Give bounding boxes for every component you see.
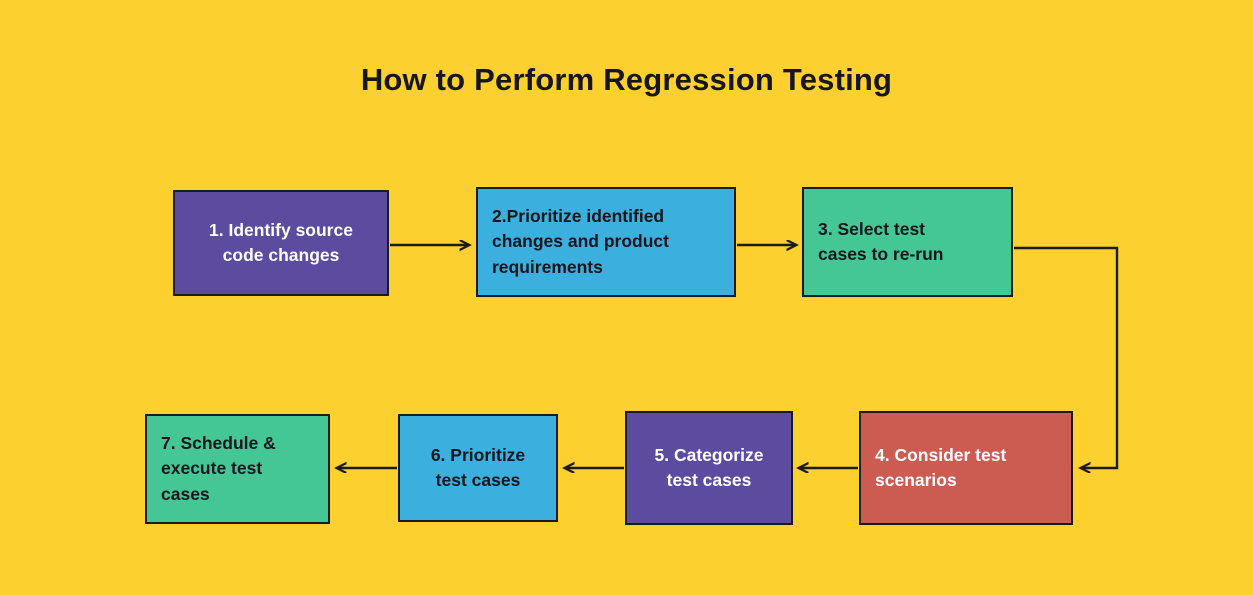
flow-step-3-label: 3. Select test cases to re-run <box>818 218 944 264</box>
flow-step-1-label: 1. Identify source code changes <box>209 219 353 265</box>
flow-step-7-label: 7. Schedule & execute test cases <box>161 432 276 504</box>
flow-step-7[interactable]: 7. Schedule & execute test cases <box>145 414 330 524</box>
flow-step-5[interactable]: 5. Categorize test cases <box>625 411 793 525</box>
flow-step-6[interactable]: 6. Prioritize test cases <box>398 414 558 522</box>
flow-step-5-label: 5. Categorize test cases <box>654 444 764 490</box>
flow-step-4-label: 4. Consider test scenarios <box>875 444 1007 490</box>
flow-step-2-label: 2.Prioritize identified changes and prod… <box>492 205 669 277</box>
flow-step-4[interactable]: 4. Consider test scenarios <box>859 411 1073 525</box>
flow-step-6-label: 6. Prioritize test cases <box>430 444 526 490</box>
page-title: How to Perform Regression Testing <box>360 62 893 97</box>
flow-step-1[interactable]: 1. Identify source code changes <box>173 190 389 296</box>
flow-step-3[interactable]: 3. Select test cases to re-run <box>802 187 1013 297</box>
flow-step-2[interactable]: 2.Prioritize identified changes and prod… <box>476 187 736 297</box>
